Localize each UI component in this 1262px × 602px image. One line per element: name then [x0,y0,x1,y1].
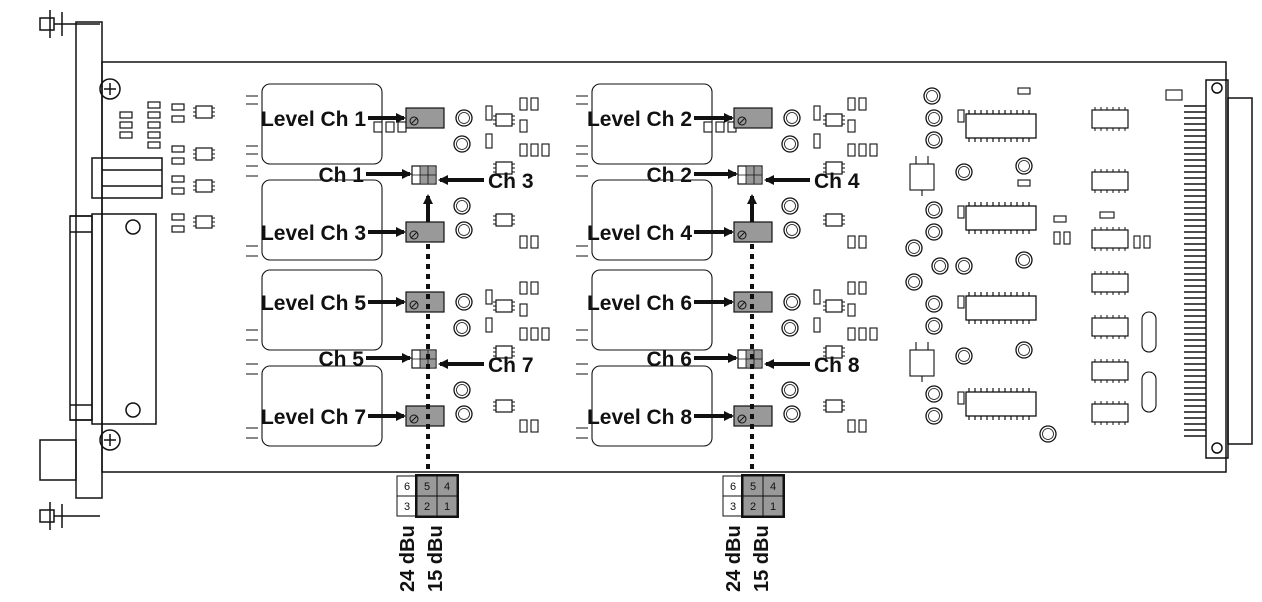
integrated-circuits [965,106,1129,426]
pin-3: 3 [404,501,410,513]
jumper-detail-left: 6 5 4 3 2 1 24 dBu 15 dBu [396,474,459,592]
left-components [119,101,185,233]
pin-6: 6 [730,481,736,493]
level-pot-ch3[interactable] [405,221,445,243]
label-level-ch7: Level Ch 7 [261,406,366,429]
label-level-ch1: Level Ch 1 [261,108,366,131]
pin-4: 4 [444,481,450,493]
label-level-ch4: Level Ch 4 [587,222,692,245]
passive-components [373,97,878,433]
capacitors [453,87,1057,443]
level-pot-ch7[interactable] [405,405,445,427]
pin-1: 1 [444,501,450,513]
label-level-ch6: Level Ch 6 [587,292,692,315]
jumper-ch1-ch3[interactable] [411,165,437,185]
jumper-ch2-ch4[interactable] [737,165,763,185]
label-level-ch5: Level Ch 5 [261,292,366,315]
setting-24dbu-label: 24 dBu [397,525,419,592]
level-pot-ch1[interactable] [405,107,445,129]
label-ch8: Ch 8 [814,354,860,377]
channel-outlines [246,83,713,447]
level-pot-ch5[interactable] [405,291,445,313]
edge-connector-pins [1184,105,1206,437]
front-panel [39,10,1253,530]
jumper-ch5-ch7[interactable] [411,349,437,369]
label-level-ch2: Level Ch 2 [587,108,692,131]
label-ch2: Ch 2 [646,164,692,187]
jumper-leader-lines [426,244,754,470]
setting-15dbu-label: 15 dBu [751,525,773,592]
label-ch4: Ch 4 [814,170,860,193]
pin-3: 3 [730,501,736,513]
level-pot-ch2[interactable] [733,107,773,129]
label-ch6: Ch 6 [646,348,692,371]
pin-5: 5 [424,481,430,493]
pin-1: 1 [770,501,776,513]
jumper-up-arrows [423,194,757,222]
label-level-ch8: Level Ch 8 [587,406,692,429]
misc-parts [909,87,1183,413]
setting-24dbu-label: 24 dBu [723,525,745,592]
label-ch5: Ch 5 [318,348,364,371]
pin-5: 5 [750,481,756,493]
pointer-arrows [366,113,810,421]
setting-15dbu-label: 15 dBu [425,525,447,592]
level-pot-ch4[interactable] [733,221,773,243]
jumper-detail-right: 6 5 4 3 2 1 24 dBu 15 dBu [722,474,785,592]
label-ch3: Ch 3 [488,170,534,193]
pin-4: 4 [770,481,776,493]
label-ch1: Ch 1 [318,164,364,187]
pin-6: 6 [404,481,410,493]
pin-2: 2 [750,501,756,513]
label-ch7: Ch 7 [488,354,534,377]
pin-2: 2 [424,501,430,513]
label-level-ch3: Level Ch 3 [261,222,366,245]
